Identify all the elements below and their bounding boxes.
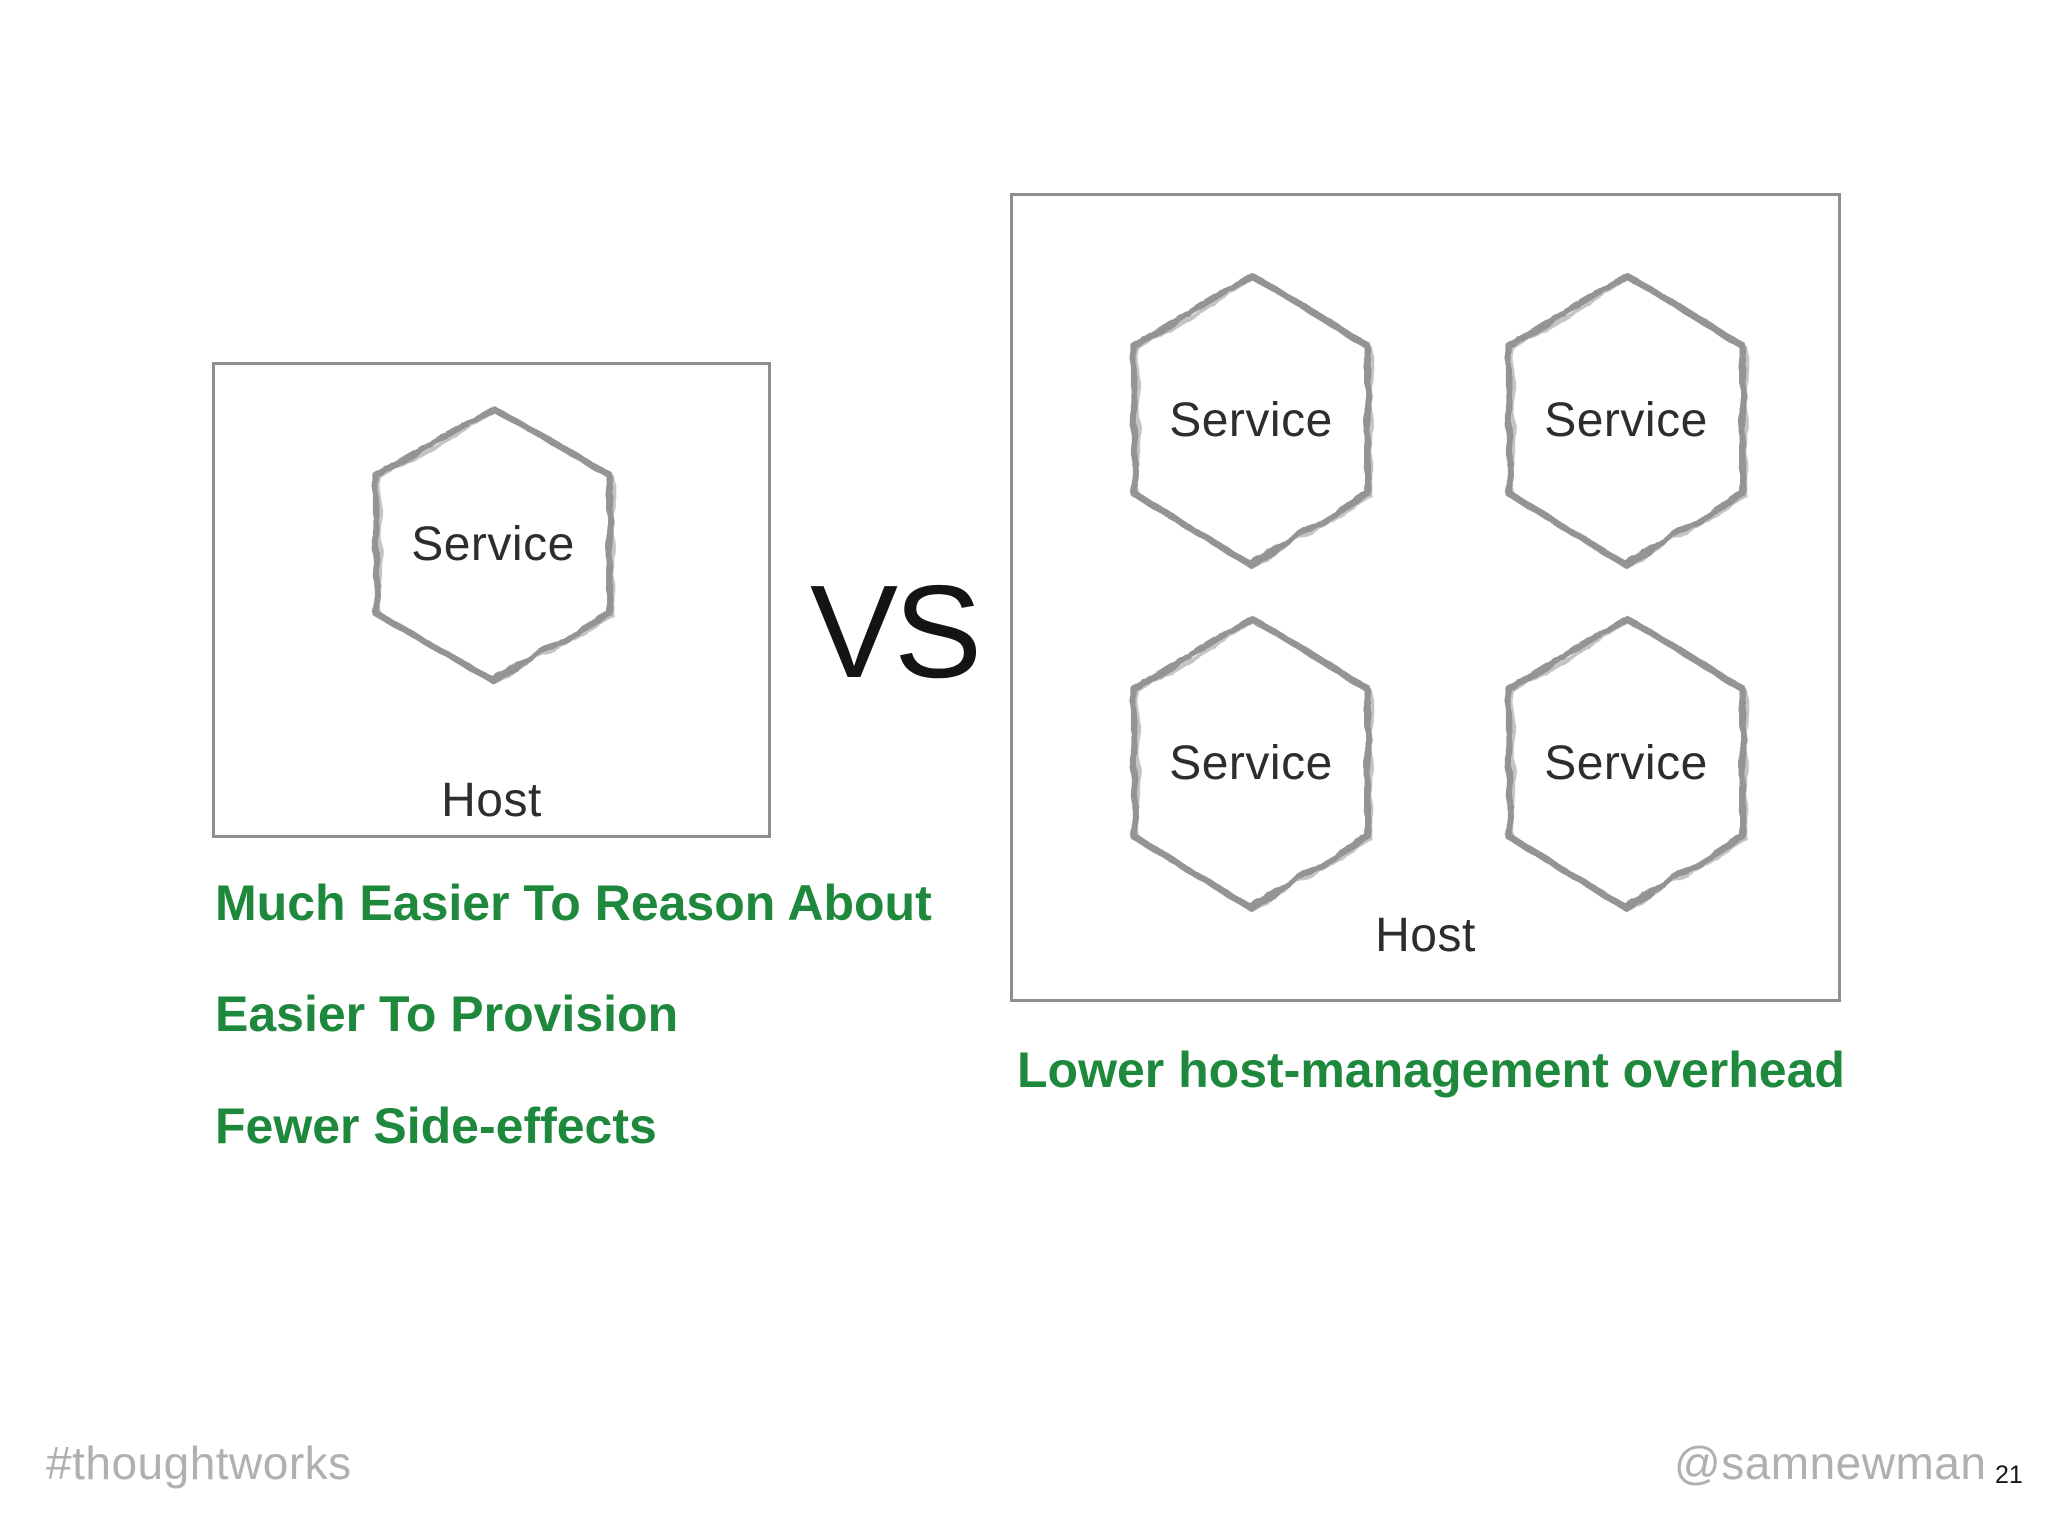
hexagon-outline — [1130, 614, 1373, 913]
service-hexagon: Service — [1124, 267, 1378, 573]
page-number: 21 — [1995, 1461, 2023, 1489]
multi-service-host-box: Service Service Service Service Host — [1010, 193, 1841, 1002]
host-label: Host — [1375, 909, 1476, 962]
service-hexagon: Service — [1499, 267, 1753, 573]
footer-hashtag: #thoughtworks — [46, 1437, 352, 1489]
service-hexagon: Service — [1499, 610, 1753, 916]
benefit-lower-host-management-overhead: Lower host-management overhead — [1017, 1042, 1845, 1098]
hexagon-outline — [372, 405, 615, 685]
service-label: Service — [1544, 736, 1708, 790]
benefit-much-easier-to-reason-about: Much Easier To Reason About — [215, 875, 932, 931]
hexagon-outline — [1505, 614, 1748, 913]
service-label: Service — [1544, 393, 1708, 447]
benefit-fewer-side-effects: Fewer Side-effects — [215, 1098, 657, 1154]
service-label: Service — [411, 518, 575, 571]
service-hexagon: Service — [1124, 610, 1378, 916]
footer-twitter-handle: @samnewman — [1674, 1437, 1987, 1489]
vs-label: VS — [810, 558, 982, 705]
service-label: Service — [1169, 393, 1333, 447]
service-label: Service — [1169, 736, 1333, 790]
benefit-easier-to-provision: Easier To Provision — [215, 986, 679, 1042]
host-label: Host — [441, 774, 542, 827]
hexagon-outline — [1130, 271, 1373, 570]
hexagon-outline — [1505, 271, 1748, 570]
service-hexagon: Service — [366, 401, 620, 688]
single-service-host-box: Service Host — [212, 362, 771, 838]
